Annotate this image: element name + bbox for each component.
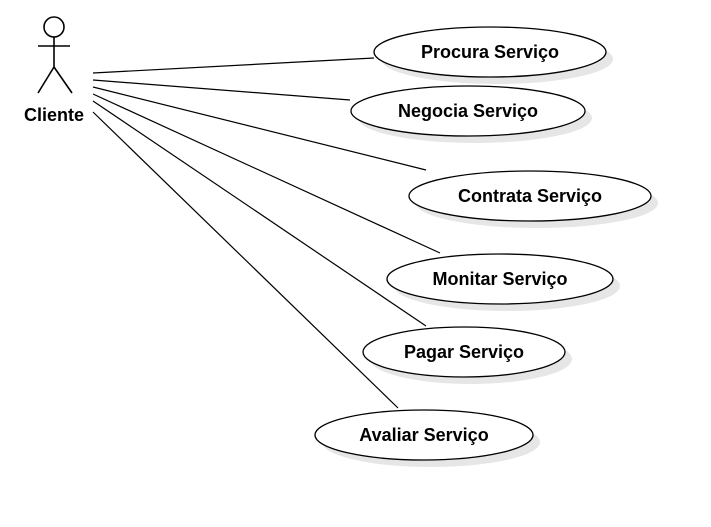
use-case-label: Monitar Serviço bbox=[432, 269, 567, 289]
use-case-label: Contrata Serviço bbox=[458, 186, 602, 206]
use-case-negocia: Negocia Serviço bbox=[350, 85, 592, 143]
use-case-pagar: Pagar Serviço bbox=[362, 326, 572, 384]
association-avaliar bbox=[92, 111, 399, 409]
stick-figure-icon bbox=[37, 16, 73, 94]
use-case-label: Procura Serviço bbox=[421, 42, 559, 62]
association-pagar bbox=[92, 100, 427, 327]
use-case-avaliar: Avaliar Serviço bbox=[314, 409, 540, 467]
use-case-monitar: Monitar Serviço bbox=[386, 253, 620, 311]
association-procura bbox=[92, 57, 375, 74]
use-case-label: Negocia Serviço bbox=[398, 101, 538, 121]
association-negocia bbox=[92, 79, 351, 101]
use-case-label: Avaliar Serviço bbox=[359, 425, 488, 445]
associations bbox=[92, 57, 441, 409]
use-case-label: Pagar Serviço bbox=[404, 342, 524, 362]
actor-label: Cliente bbox=[24, 105, 84, 125]
association-monitar bbox=[92, 93, 441, 254]
association-contrata bbox=[92, 86, 427, 171]
use-case-procura: Procura Serviço bbox=[373, 26, 613, 84]
use-case-contrata: Contrata Serviço bbox=[408, 170, 658, 228]
actor-cliente: Cliente bbox=[24, 16, 84, 125]
